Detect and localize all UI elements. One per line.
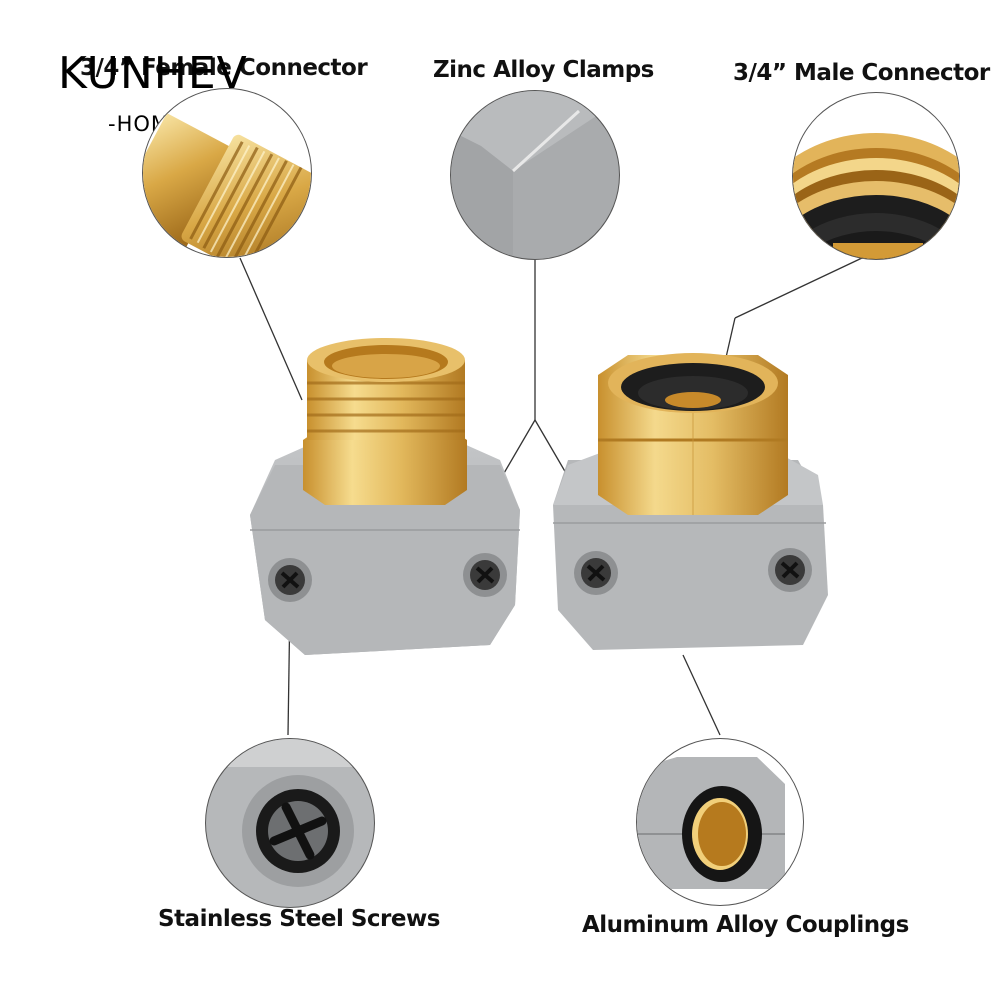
inset-female-connector (142, 88, 312, 258)
inset-aluminum-coupling (636, 738, 804, 906)
clamp-surface-closeup-icon (451, 91, 619, 259)
inset-male-connector (792, 92, 960, 260)
label-zinc-alloy-clamps: Zinc Alloy Clamps (433, 57, 654, 83)
inset-stainless-screw (205, 738, 375, 908)
rubber-washer-closeup-icon (793, 133, 959, 259)
screw-closeup-icon (206, 739, 374, 887)
coupling-closeup-icon (637, 757, 785, 889)
product-male-coupling (245, 335, 530, 665)
label-female-connector: 3/4” Female Connector (80, 55, 368, 81)
label-aluminum-alloy-couplings: Aluminum Alloy Couplings (582, 912, 909, 938)
label-stainless-steel-screws: Stainless Steel Screws (158, 906, 440, 932)
brass-thread-closeup-icon (143, 113, 311, 257)
label-male-connector: 3/4” Male Connector (733, 60, 990, 86)
inset-zinc-clamp (450, 90, 620, 260)
product-female-coupling (548, 345, 833, 660)
